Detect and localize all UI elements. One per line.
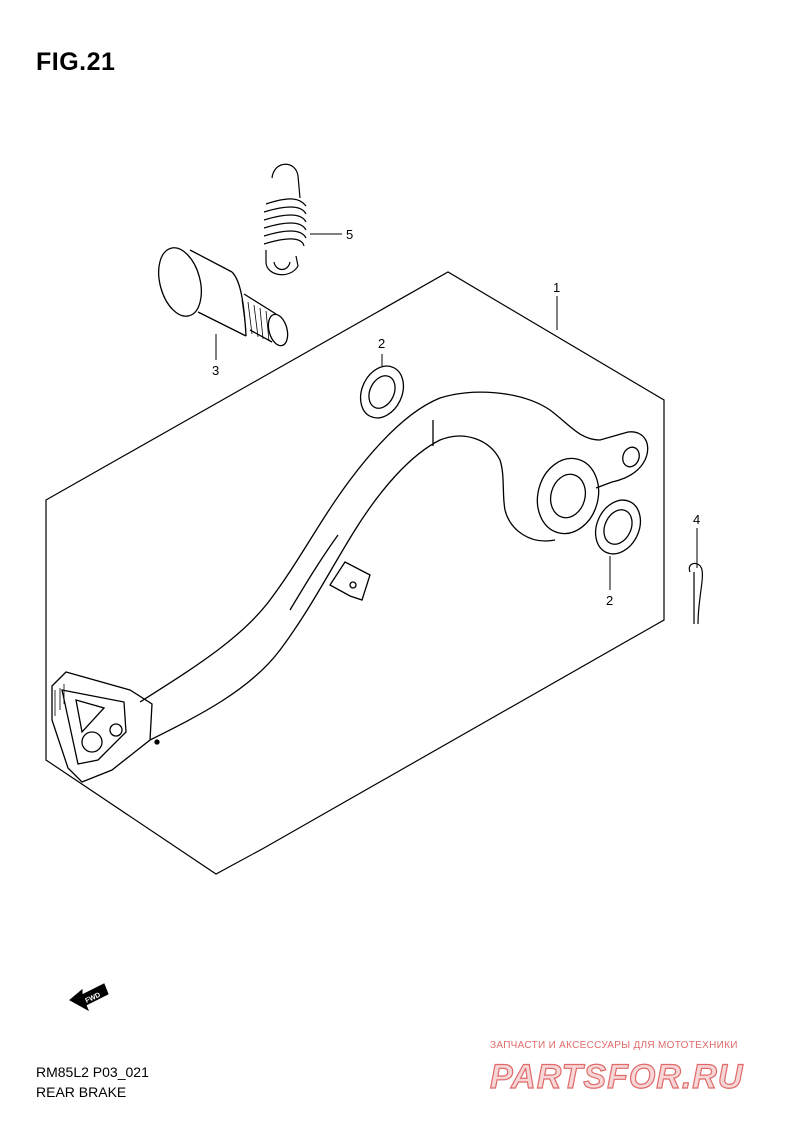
cotter-pin-part[interactable] [688, 562, 704, 625]
callout-1: 1 [553, 280, 560, 295]
return-spring-part[interactable] [263, 163, 307, 276]
leader-lines [215, 233, 698, 590]
watermark-logo: PARTSFOR.RU [489, 1057, 744, 1096]
drawing-code: RM85L2 P03_021 [36, 1064, 149, 1080]
callout-4: 4 [693, 512, 700, 527]
fwd-arrow-icon: FWD [69, 983, 109, 1012]
brake-pedal-part[interactable] [51, 391, 649, 783]
callout-2-washer-top: 2 [378, 336, 385, 351]
washer-part-top[interactable] [352, 359, 411, 425]
figure-title: FIG.21 [36, 48, 116, 76]
callout-3: 3 [212, 363, 219, 378]
callout-5: 5 [346, 227, 353, 242]
watermark-tagline: ЗАПЧАСТИ И АКСЕССУАРЫ ДЛЯ МОТОТЕХНИКИ [490, 1040, 738, 1051]
watermark-logo-text: PARTSFOR.RU [490, 1058, 744, 1096]
assembly-outline-box [45, 271, 665, 875]
pivot-bolt-part[interactable] [152, 243, 291, 348]
drawing-caption: REAR BRAKE [36, 1084, 127, 1100]
washer-part-bottom[interactable] [587, 493, 649, 562]
callout-2-washer-bottom: 2 [606, 593, 613, 608]
